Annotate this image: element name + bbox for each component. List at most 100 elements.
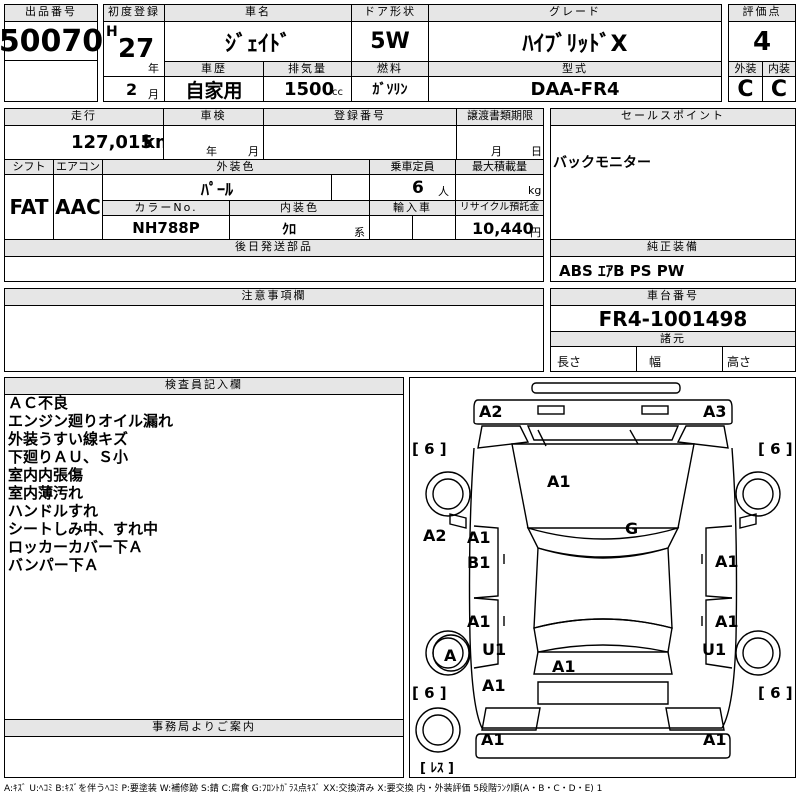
diagram-rear-left-u: U1: [482, 640, 507, 659]
max-load-unit: kg: [528, 184, 542, 197]
recycle-fee-cell: 10,440 円: [455, 215, 544, 240]
exterior-color-extra: [331, 174, 370, 201]
import-header: 輸入車: [369, 200, 456, 216]
transfer-deadline-header: 譲渡書類期限: [456, 108, 544, 126]
inspection-header: 車検: [163, 108, 264, 126]
exterior-grade: C: [728, 76, 763, 102]
interior-color-suffix: 系: [354, 226, 365, 239]
era: H: [106, 24, 118, 40]
inspector-remarks-list: ＡＣ不良 エンジン廻りオイル漏れ 外装うすい線キズ 下廻りＡＵ、Ｓ小 室内内張傷…: [8, 394, 173, 574]
inspector-notes-header: 検査員記入欄: [4, 377, 404, 395]
diagram-rear-left-wheel: A: [444, 646, 457, 665]
notes-header: 注意事項欄: [4, 288, 544, 306]
diagram-rear-bumper-right: A1: [703, 730, 727, 749]
mileage: 127,015: [71, 132, 153, 153]
diagram-rear-bumper-left: A1: [481, 730, 505, 749]
month-unit: 月: [148, 88, 159, 101]
tire-rear-left: [ 6 ]: [412, 684, 447, 702]
capacity-header: 乗車定員: [369, 159, 456, 175]
displacement-unit: cc: [332, 87, 343, 98]
capacity-cell: 6 人: [369, 174, 456, 201]
recycle-fee-header: リサイクル預託金: [455, 200, 544, 216]
history: 自家用: [164, 76, 264, 102]
width-label: 幅: [649, 355, 662, 369]
exterior-color-header: 外装色: [102, 159, 370, 175]
color-no: NH788P: [102, 215, 230, 240]
import-cell-2: [412, 215, 456, 240]
score: 4: [728, 21, 796, 62]
recycle-unit: 円: [530, 226, 541, 239]
spare-tire: [ ﾚｽ ]: [420, 761, 454, 776]
door-type: 5W: [351, 21, 429, 62]
fuel-header: 燃料: [351, 61, 429, 77]
registration-month: 2: [126, 80, 138, 99]
fuel: ｶﾞｿﾘﾝ: [351, 76, 429, 102]
height-cell: 高さ: [722, 346, 796, 372]
interior-grade: C: [762, 76, 796, 102]
lot-number: 50070: [0, 21, 103, 61]
car-diagram: A2 A3 A1 G A2 A1 B1 A1 A1 A1 U1 U1 A A1 …: [409, 377, 796, 778]
first-registration-year: H 27 年: [103, 21, 165, 77]
tire-rear-right: [ 6 ]: [758, 684, 793, 702]
model-code: DAA-FR4: [428, 76, 722, 102]
genuine-equipment-cell: ABS ｴｱB PS PW: [550, 256, 796, 282]
inspection-year-unit: 年: [206, 145, 217, 158]
diagram-rear-door-left: A1: [467, 612, 491, 631]
diagram-rear-right-u: U1: [702, 640, 727, 659]
registration-no-header: 登録番号: [263, 108, 457, 126]
remark-2: エンジン廻りオイル漏れ: [8, 412, 174, 430]
recycle-fee: 10,440: [472, 219, 534, 238]
mileage-cell: 127,015 km: [4, 125, 174, 160]
diagram-front-left: A2: [479, 402, 503, 421]
transfer-day-unit: 日: [531, 145, 542, 158]
remark-3: 外装うすい線キズ: [8, 430, 129, 448]
diagram-windshield: G: [625, 519, 639, 538]
score-header: 評価点: [728, 4, 796, 22]
diagram-left-fender: A2: [423, 526, 447, 545]
tire-front-left: [ 6 ]: [412, 440, 447, 458]
grade-header: グレード: [428, 4, 722, 22]
remark-6: 室内薄汚れ: [8, 484, 84, 502]
transfer-month-unit: 月: [491, 145, 502, 158]
remark-4: 下廻りＡＵ、Ｓ小: [8, 448, 129, 466]
width-cell: 幅: [636, 346, 723, 372]
interior-color-cell: ｸﾛ 系: [229, 215, 370, 240]
chassis-number-header: 車台番号: [550, 288, 796, 306]
displacement-header: 排気量: [263, 61, 352, 77]
grade: ﾊｲﾌﾞﾘｯﾄﾞX: [428, 21, 722, 62]
capacity-unit: 人: [438, 185, 449, 198]
color-no-header: カラーNo.: [102, 200, 230, 216]
diagram-front-door-left-upper: A1: [467, 528, 491, 547]
shift-header: シフト: [4, 159, 54, 175]
genuine-equipment: ABS ｴｱB PS PW: [559, 262, 685, 280]
sales-point-cell: バックモニター: [550, 125, 796, 240]
diagram-front-door-right: A1: [715, 552, 739, 571]
sales-point-header: セールスポイント: [550, 108, 796, 126]
diagram-front-door-left-lower: B1: [467, 553, 491, 572]
remark-1: ＡＣ不良: [8, 394, 69, 412]
mileage-header: 走行: [4, 108, 164, 126]
tire-front-right: [ 6 ]: [758, 440, 793, 458]
diagram-roof-rear: A1: [552, 657, 576, 676]
genuine-equipment-header: 純正装備: [550, 239, 796, 257]
first-registration-month: 2 月: [103, 76, 165, 102]
remark-7: ハンドルすれ: [8, 502, 99, 520]
capacity: 6: [412, 178, 424, 198]
transfer-deadline-cell: 月 日: [456, 125, 544, 160]
remark-10: バンパー下Ａ: [8, 556, 99, 574]
displacement: 1500: [284, 79, 335, 100]
model-code-header: 型式: [428, 61, 722, 77]
length-cell: 長さ: [550, 346, 637, 372]
inspection-month-unit: 月: [248, 145, 259, 158]
diagram-hood: A1: [547, 472, 571, 491]
car-name: ｼﾞｪｲﾄﾞ: [164, 21, 352, 62]
import-cell-1: [369, 215, 413, 240]
lot-number-blank: [4, 60, 98, 102]
shift: FAT: [4, 174, 54, 240]
legend: A:ｷｽﾞ U:ﾍｺﾐ B:ｷｽﾞを伴うﾍｺﾐ P:要塗装 W:補修跡 S:錆 …: [4, 784, 603, 794]
first-registration-header: 初度登録: [103, 4, 165, 22]
max-load-header: 最大積載量: [455, 159, 544, 175]
aircon-header: エアコン: [53, 159, 103, 175]
later-parts-header: 後日発送部品: [4, 239, 544, 257]
height-label: 高さ: [727, 355, 752, 369]
